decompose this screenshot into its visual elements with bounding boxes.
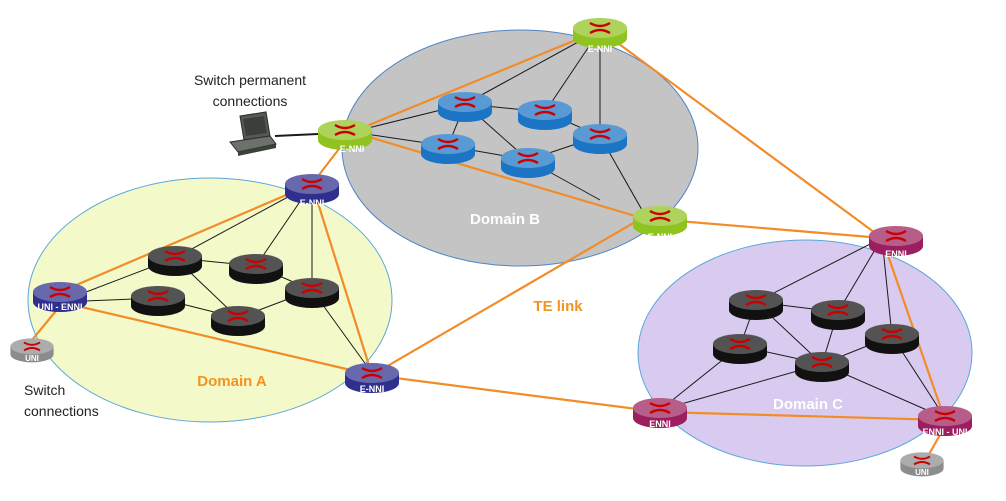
switch-connections-label-line2: connections	[24, 403, 99, 419]
domain-c-label: Domain C	[773, 396, 843, 413]
te-links	[31, 28, 947, 457]
c-enni-uni-label: ENNI - UNI	[923, 427, 968, 437]
domain-a-router-4	[129, 284, 187, 318]
c-enni-bottom-label: ENNI	[649, 419, 671, 429]
switch-permanent-label-line2: connections	[213, 93, 288, 109]
domain-c-router-2	[809, 298, 867, 332]
domain-c-router-4	[711, 332, 769, 366]
switch-connections-label-line1: Switch	[24, 382, 65, 398]
domain-a-router-2	[227, 252, 285, 286]
uni-right-label: UNI	[915, 468, 929, 477]
b-enni-left-label: E-NNI	[340, 144, 365, 154]
domain-b-router-4	[419, 132, 477, 166]
domain-a-label: Domain A	[197, 373, 267, 390]
domain-a-router-1	[146, 244, 204, 278]
a-enni-top-label: E-NNI	[300, 198, 325, 208]
domain-c-router-1	[727, 288, 785, 322]
domain-c-area	[637, 239, 973, 467]
domain-a-router-5	[209, 304, 267, 338]
laptop-icon	[229, 111, 277, 156]
b-enni-top-label: E-NNI	[588, 44, 613, 54]
domain-b-router-1	[436, 90, 494, 124]
a-uni-enni-label: UNI - ENNI	[38, 302, 83, 312]
domain-c-router-5	[793, 350, 851, 384]
laptop-link	[274, 133, 319, 137]
te-link-label: TE link	[533, 298, 583, 315]
domain-a-router-3	[283, 276, 341, 310]
domain-a-area	[27, 177, 393, 423]
b-enni-right-label: E-NNI	[648, 232, 673, 242]
domain-b-label: Domain B	[470, 211, 540, 228]
switch-permanent-label-line1: Switch permanent	[194, 72, 306, 88]
domain-b-router-3	[571, 122, 629, 156]
domain-c-router-3	[863, 322, 921, 356]
c-enni-top-label: ENNI	[885, 249, 907, 259]
uni-left-label: UNI	[25, 354, 39, 363]
domain-b-router-5	[499, 146, 557, 180]
domain-b-router-2	[516, 98, 574, 132]
a-enni-bottom-label: E-NNI	[360, 384, 385, 394]
